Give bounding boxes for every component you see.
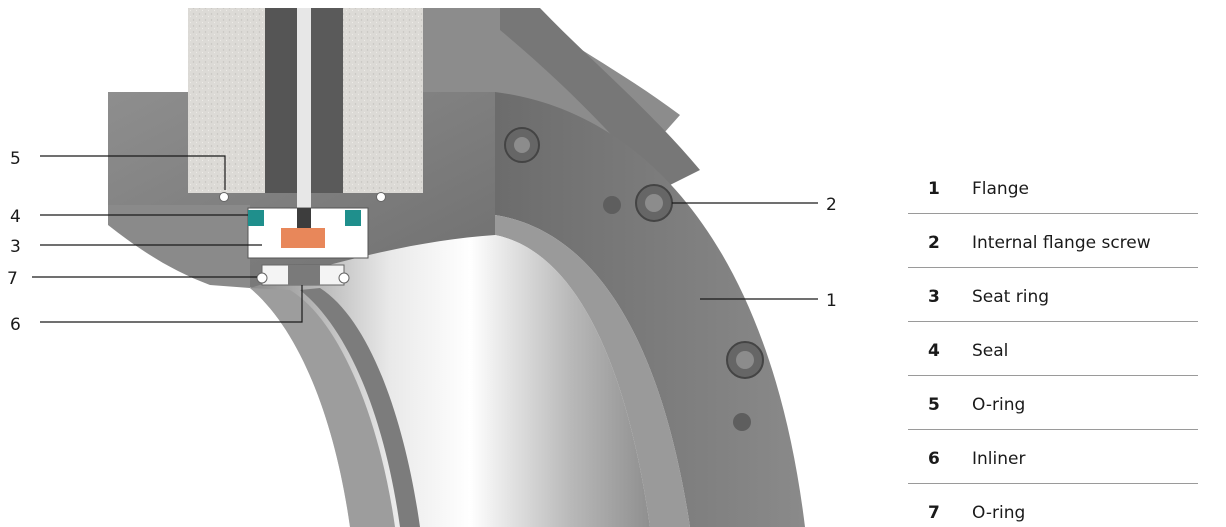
legend-row: 7 O-ring <box>908 484 1198 527</box>
legend-row: 5 O-ring <box>908 376 1198 430</box>
callout-2: 2 <box>826 195 837 215</box>
o-ring-lower-right <box>338 272 350 284</box>
o-ring-upper-right <box>376 192 386 202</box>
seat-assembly <box>219 192 386 286</box>
o-ring-lower-left <box>256 272 268 284</box>
leader-6 <box>40 285 303 323</box>
legend-label: Inliner <box>972 448 1026 469</box>
legend-number: 4 <box>928 340 940 361</box>
parts-legend: 1 Flange 2 Internal flange screw 3 Seat ring 4… <box>908 160 1198 527</box>
legend-label: Seat ring <box>972 286 1050 307</box>
leader-5 <box>40 155 226 190</box>
legend-number: 1 <box>928 178 940 199</box>
leader-lines <box>32 155 818 323</box>
pipe-bore <box>250 235 650 527</box>
legend-number: 6 <box>928 448 940 469</box>
seal-right <box>345 210 361 226</box>
legend-label: Flange <box>972 178 1029 199</box>
seat-ring-core <box>281 228 325 248</box>
legend-row: 2 Internal flange screw <box>908 214 1198 268</box>
callout-4: 4 <box>10 207 21 227</box>
legend-row: 1 Flange <box>908 160 1198 214</box>
legend-label: Internal flange screw <box>972 232 1151 253</box>
legend-row: 3 Seat ring <box>908 268 1198 322</box>
legend-row: 6 Inliner <box>908 430 1198 484</box>
legend-label: O-ring <box>972 503 1026 523</box>
legend-number: 2 <box>928 232 940 253</box>
flange-ring <box>495 92 805 527</box>
seal-left <box>248 210 264 226</box>
callout-7: 7 <box>7 269 18 289</box>
callout-6: 6 <box>10 315 21 335</box>
callout-5: 5 <box>10 149 21 169</box>
callout-3: 3 <box>10 237 21 257</box>
legend-label: O-ring <box>972 394 1026 415</box>
legend-row: 4 Seal <box>908 322 1198 376</box>
o-ring-upper-left <box>219 192 229 202</box>
gland-blocks <box>188 8 423 208</box>
legend-number: 7 <box>928 503 940 523</box>
legend-label: Seal <box>972 340 1009 361</box>
callout-1: 1 <box>826 291 837 311</box>
legend-number: 5 <box>928 394 940 415</box>
flange-fasteners <box>504 127 764 431</box>
legend-number: 3 <box>928 286 940 307</box>
